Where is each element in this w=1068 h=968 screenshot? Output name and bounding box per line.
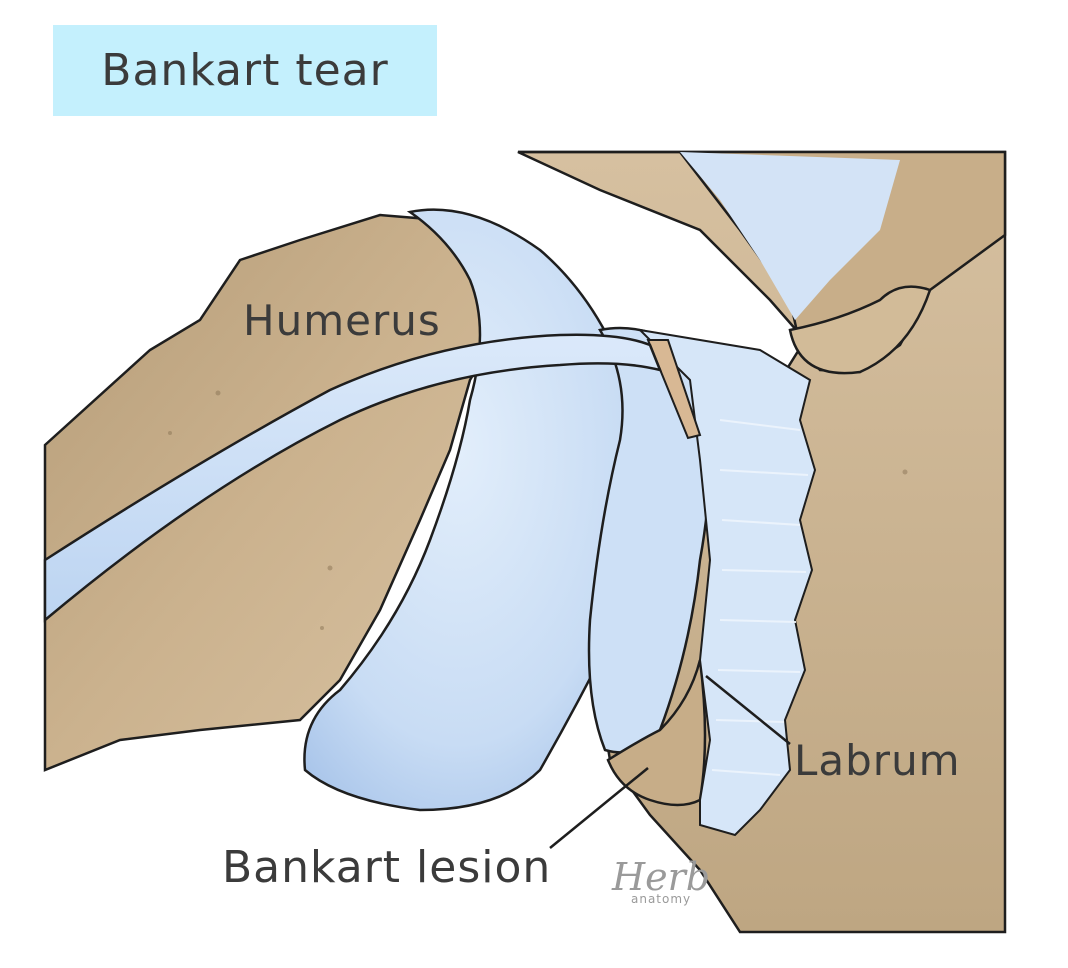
label-labrum: Labrum — [794, 736, 961, 785]
labrum-fibers — [711, 419, 809, 776]
acromion-ligament — [680, 152, 900, 320]
biceps-tendon — [43, 333, 663, 623]
bankart-lesion-gap — [606, 659, 707, 807]
humerus-bone — [43, 213, 502, 772]
artist-signature: Herb anatomy — [612, 858, 710, 906]
labrum-tear-opening — [646, 339, 702, 440]
signature-name: Herb — [612, 855, 711, 899]
coracoid-knob — [788, 285, 932, 375]
label-humerus: Humerus — [243, 296, 441, 345]
label-bankart-lesion: Bankart lesion — [222, 842, 552, 893]
bankart-lesion-leader-line — [549, 767, 649, 849]
signature-subtitle: anatomy — [630, 892, 692, 906]
labrum — [637, 328, 817, 837]
title-banner: Bankart tear — [53, 25, 437, 116]
page-title: Bankart tear — [101, 45, 389, 96]
labrum-leader-line — [705, 675, 791, 745]
bone-texture — [168, 390, 908, 630]
